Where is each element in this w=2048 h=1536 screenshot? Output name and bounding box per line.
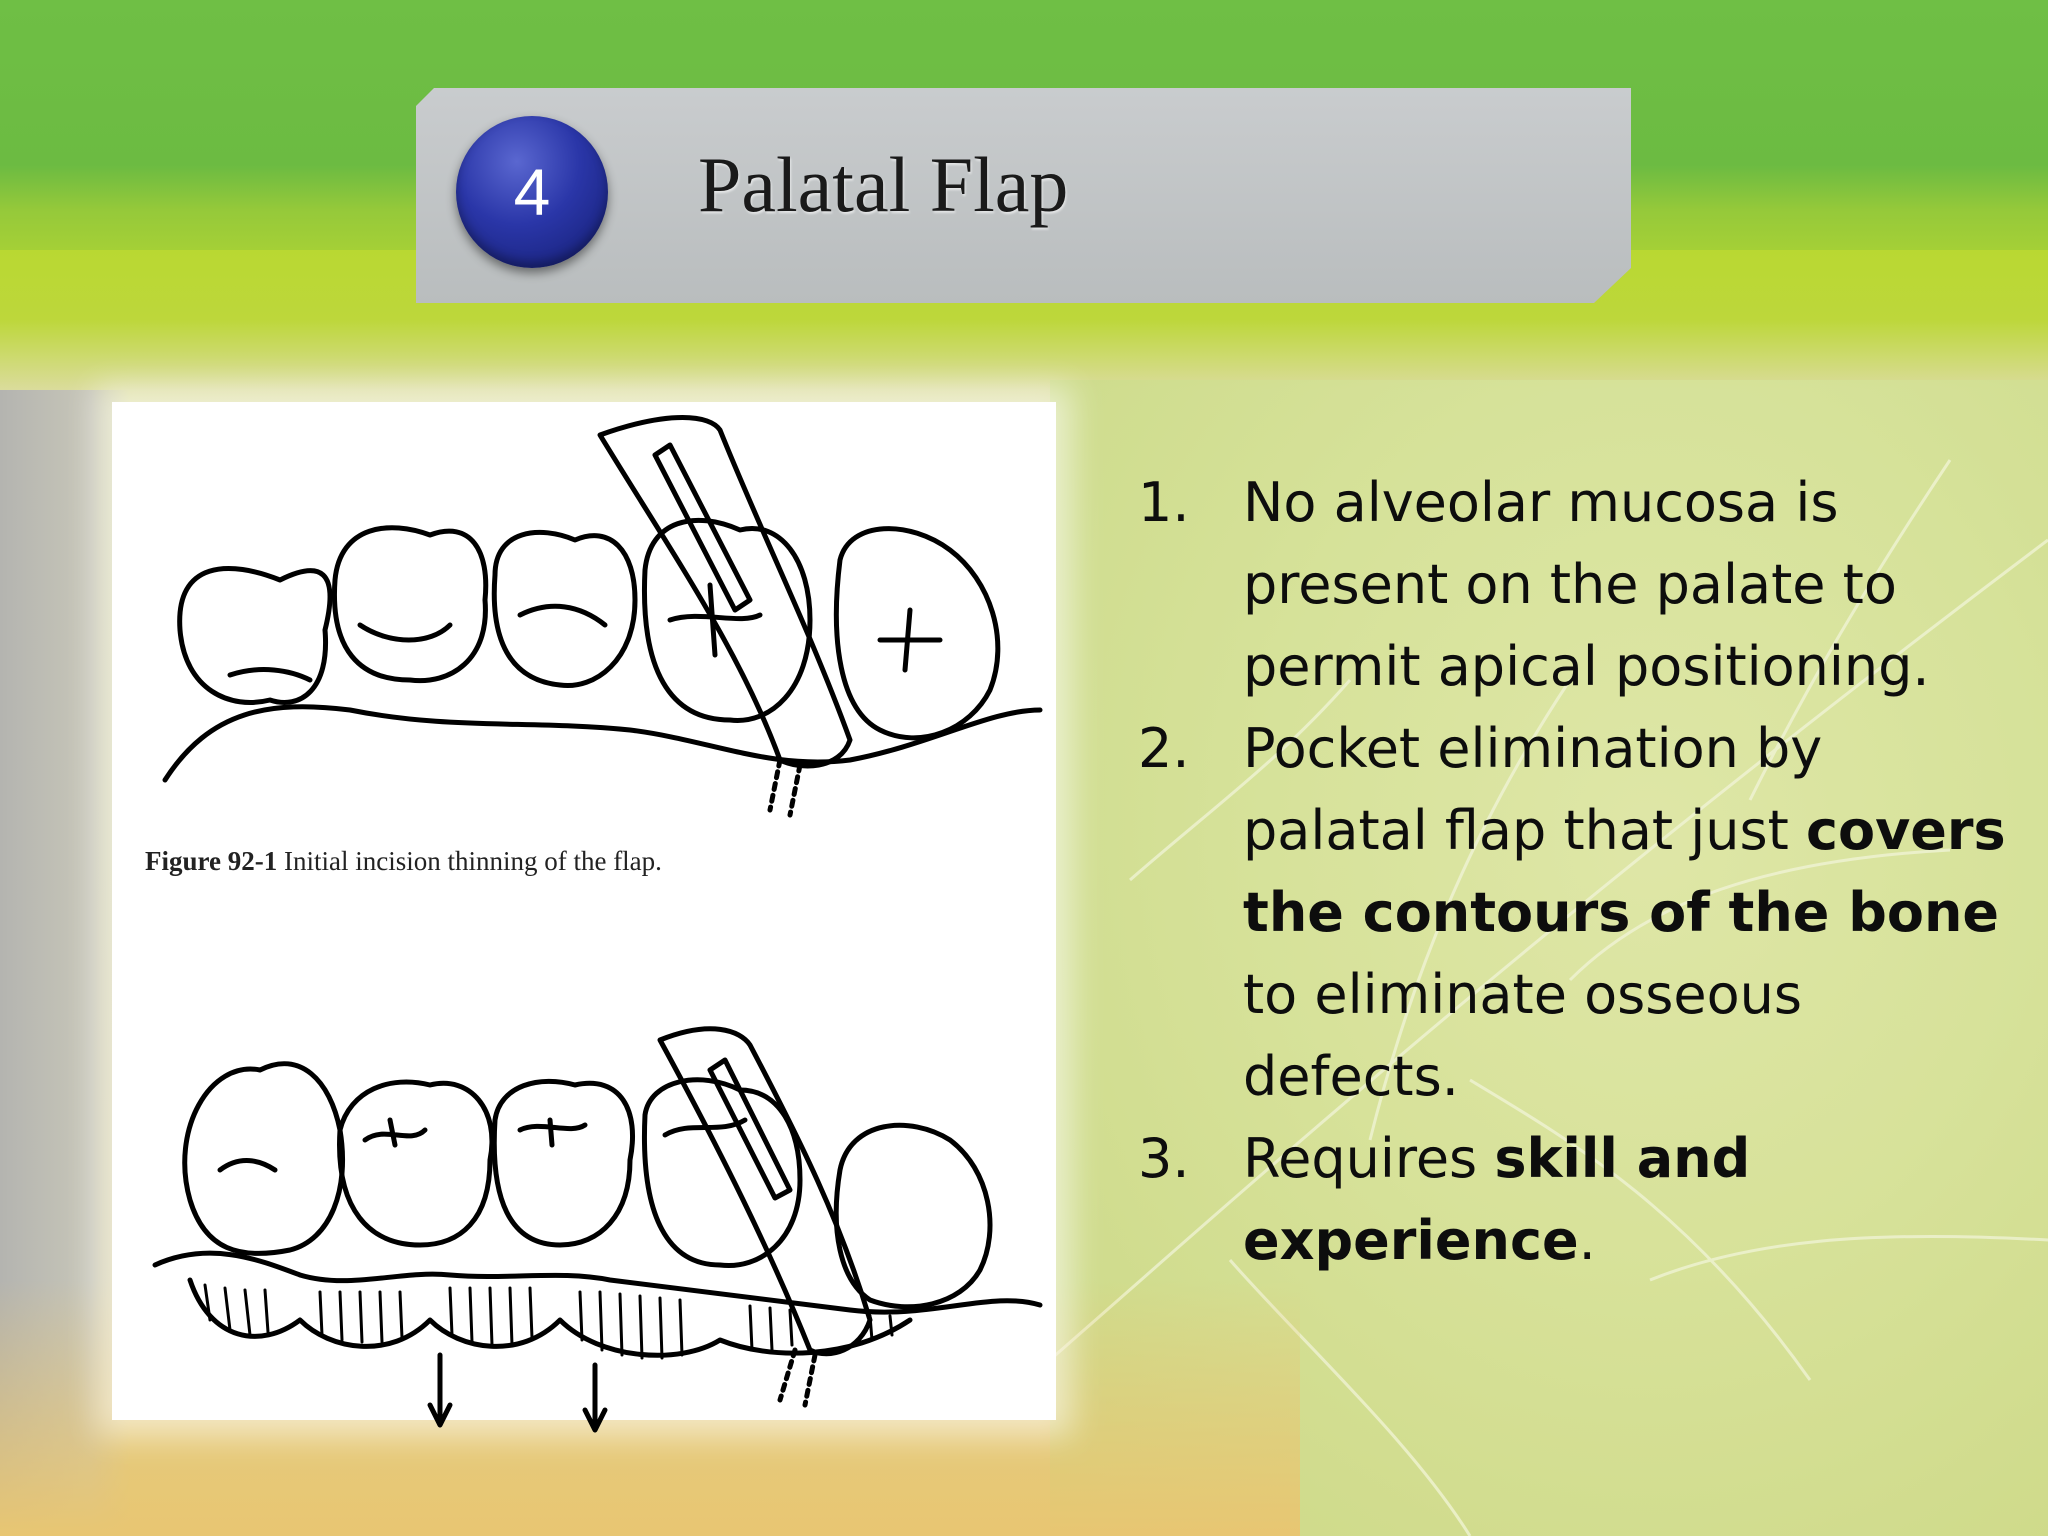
point-text: Pocket elimination by palatal flap that … — [1243, 717, 1823, 862]
title-banner — [416, 88, 1631, 303]
point-text: to eliminate osseous defects. — [1243, 963, 1803, 1108]
tooth-flap-drawing-bottom — [152, 1026, 1043, 1433]
list-number: 2. — [1138, 717, 1190, 780]
list-number: 3. — [1138, 1127, 1190, 1190]
figure-caption: Figure 92-1 Initial incision thinning of… — [145, 846, 662, 877]
leaf-veins-decoration — [1050, 459, 2048, 1536]
figure-caption-label: Figure 92-1 — [145, 846, 278, 876]
point-text: No alveolar mucosa is present on the pal… — [1243, 471, 1930, 698]
list-item: 3. Requires skill and experience. — [1138, 1118, 2018, 1282]
key-points-list: 1. No alveolar mucosa is present on the p… — [1138, 462, 2018, 1282]
slide-number-badge: 4 — [456, 116, 608, 268]
list-item: 2. Pocket elimination by palatal flap tha… — [1138, 708, 2018, 1118]
figure-caption-text: Initial incision thinning of the flap. — [283, 846, 662, 876]
point-text-bold: skill and experience — [1243, 1127, 1751, 1272]
point-text: . — [1578, 1209, 1596, 1272]
tooth-incision-drawing-top — [162, 415, 1043, 818]
figure-panel — [112, 402, 1056, 1420]
point-text-bold: covers the contours of the bone — [1243, 799, 2006, 944]
list-number: 1. — [1138, 471, 1190, 534]
slide-title: Palatal Flap — [698, 141, 1069, 228]
list-item: 1. No alveolar mucosa is present on the p… — [1138, 462, 2018, 708]
point-text: Requires — [1243, 1127, 1495, 1190]
